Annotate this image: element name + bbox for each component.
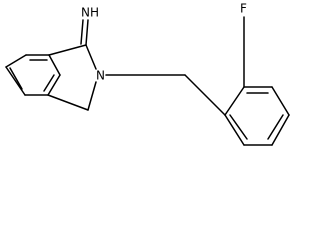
five-membered-ring — [47, 44, 97, 111]
bond — [267, 114, 284, 140]
imine-group: NH — [80, 6, 99, 46]
bond — [271, 86, 290, 116]
ring-nitrogen: N — [96, 69, 105, 83]
ethyl-linker — [105, 74, 226, 116]
bond — [85, 19, 89, 46]
bond — [224, 114, 245, 146]
bond — [80, 19, 84, 45]
fluorophenyl-ring — [224, 86, 290, 146]
bond — [47, 74, 61, 96]
chemical-structure-diagram: NH N F — [5, 1, 290, 146]
bond — [48, 54, 61, 76]
bond — [229, 114, 248, 140]
ring-nitrogen-label: N — [96, 69, 105, 83]
bond — [85, 44, 97, 70]
imine-label: NH — [81, 6, 99, 20]
bond — [87, 81, 97, 111]
molecule-svg: NH N F — [5, 2, 290, 146]
bond — [271, 114, 290, 146]
isoindoline-benzene-ring — [5, 54, 61, 96]
bond — [47, 94, 89, 111]
bond — [43, 74, 55, 92]
bond — [5, 54, 27, 68]
fluorine-substituent: F — [240, 2, 247, 88]
bond — [48, 44, 87, 56]
bond — [184, 74, 226, 116]
bond — [5, 66, 26, 96]
fluorine-label: F — [240, 2, 247, 16]
bond — [224, 86, 245, 116]
bond — [9, 67, 23, 90]
